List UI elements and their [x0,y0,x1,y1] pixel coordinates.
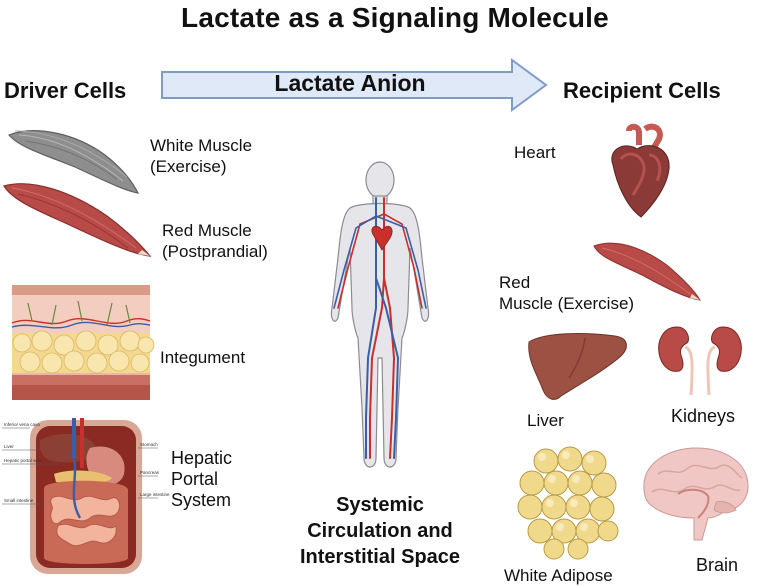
gi-label-pancreas: Pancreas [140,470,160,475]
brain-icon [643,447,749,541]
center-caption-1: Systemic [336,494,424,516]
diagram-title: Lactate as a Signaling Molecule [181,2,609,33]
integument-label: Integument [160,348,246,367]
white-muscle-label-1: White Muscle [150,136,253,155]
white-adipose-icon [517,446,619,560]
hepatic-portal-label-3: System [171,490,232,510]
lactate-anion-label: Lactate Anion [274,70,426,96]
gi-label-hepatic-portal-vein: Hepatic portal vein [4,458,42,463]
kidneys-label: Kidneys [671,406,736,426]
heart-icon [611,123,670,218]
recipient-red-muscle-label-1: Red [499,273,531,292]
red-muscle-icon [3,183,152,257]
brain-label: Brain [696,555,739,575]
hepatic-portal-label-1: Hepatic [171,448,233,468]
gi-label-liver: Liver [4,444,14,449]
hepatic-portal-system-icon: Inferior vena cava Liver Hepatic portal … [2,418,170,574]
gi-label-large-intestine: Large intestine [140,492,170,497]
white-muscle-icon [8,130,140,194]
red-muscle-label-1: Red Muscle [162,221,252,240]
lactate-arrow [161,58,548,112]
red-muscle-label-2: (Postprandial) [162,242,268,261]
liver-label: Liver [527,411,564,430]
recipient-red-muscle-label-2: Muscle (Exercise) [499,294,635,313]
human-circulation-figure [330,161,430,468]
liver-icon [528,333,627,400]
gi-label-stomach: Stomach [140,442,158,447]
kidneys-icon [658,326,742,396]
hepatic-portal-label-2: Portal [171,469,219,489]
gi-label-small-intestine: Small intestine [4,498,34,503]
white-adipose-label: White Adipose [504,566,613,585]
driver-cells-header: Driver Cells [4,78,127,103]
center-caption-3: Interstitial Space [299,546,461,568]
white-muscle-label-2: (Exercise) [150,157,227,176]
center-caption-2: Circulation and [307,520,453,542]
recipient-red-muscle-icon [593,242,701,301]
recipient-cells-header: Recipient Cells [563,78,721,103]
heart-label: Heart [514,143,556,162]
gi-label-ivc: Inferior vena cava [4,422,40,427]
integument-icon [11,285,155,400]
